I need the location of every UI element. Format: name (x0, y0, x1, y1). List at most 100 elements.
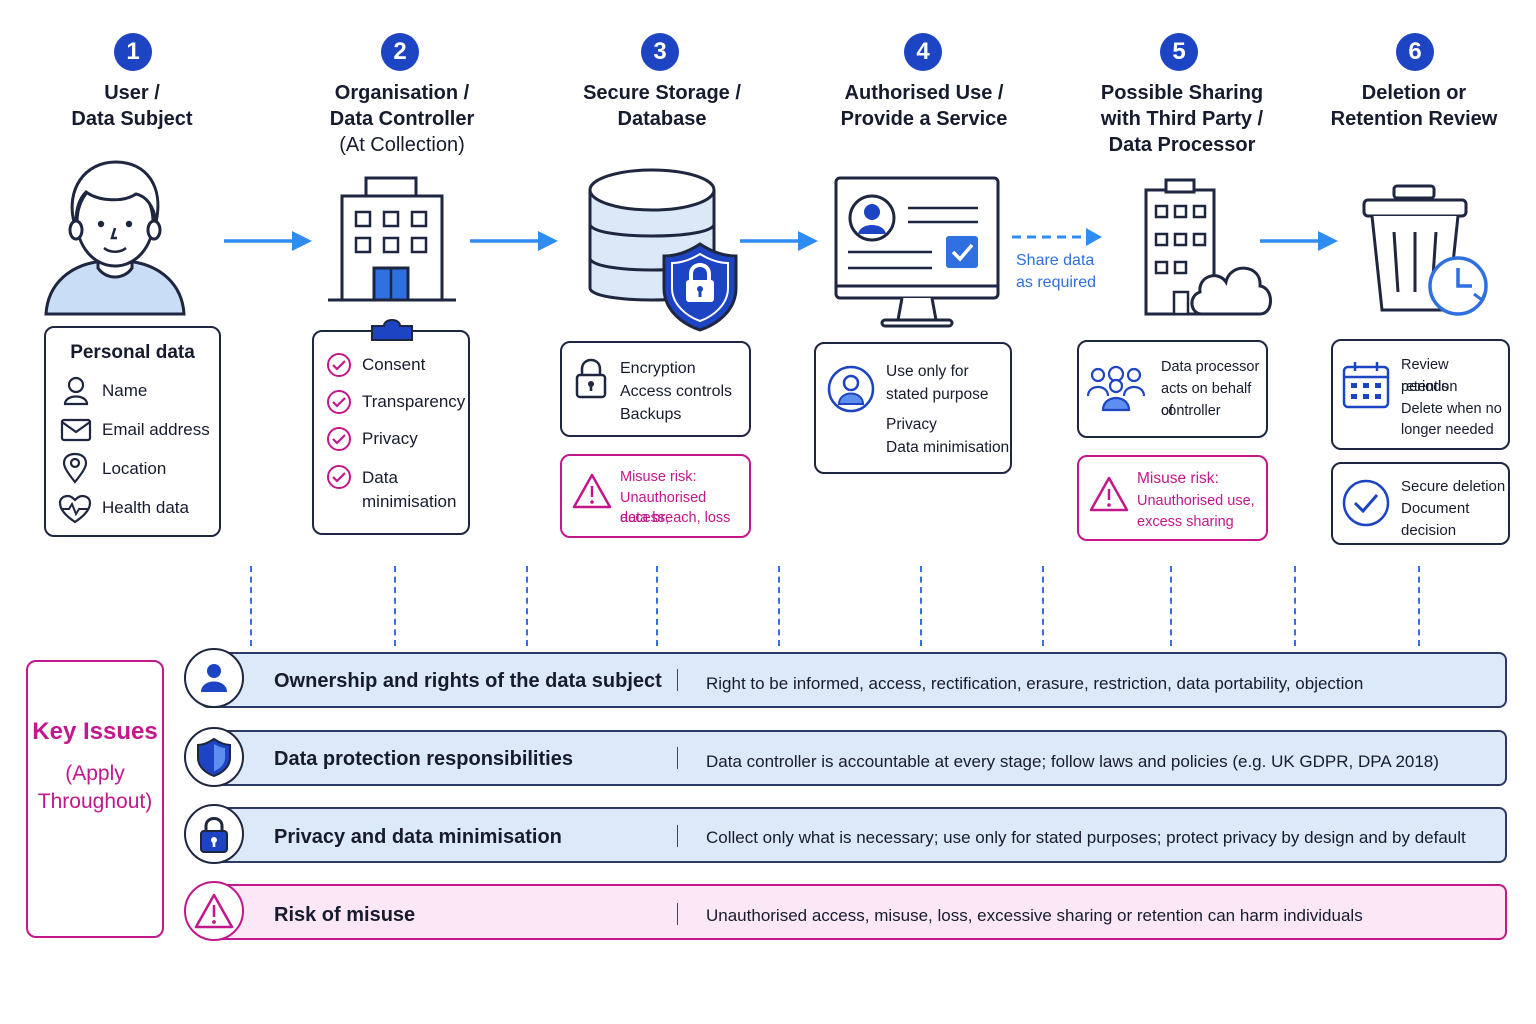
issue-bar-ownership (200, 652, 1507, 708)
checklist-item: Privacy (362, 429, 418, 448)
issue-separator (677, 747, 678, 769)
organisation-building-icon (328, 176, 456, 302)
dashed-connector (1418, 566, 1420, 646)
personal-data-item: Location (102, 459, 167, 478)
location-pin-icon (62, 452, 88, 484)
authorised-use-item: Use only for (886, 363, 969, 380)
issue-separator (677, 669, 678, 691)
stage-1-badge: 1 (114, 33, 152, 71)
person-icon (63, 376, 89, 406)
flow-arrow-5-6 (1260, 231, 1338, 251)
user-person-icon (44, 160, 186, 316)
group-people-icon (1087, 365, 1145, 412)
check-circle-icon (327, 353, 351, 377)
storage-security-card: Encryption Access controls Backups (560, 341, 751, 437)
sharing-misuse-risk-card: Misuse risk: Unauthorised use, excess sh… (1077, 455, 1268, 541)
issue-bar-responsibilities (200, 730, 1507, 786)
user-circle-icon (827, 365, 875, 413)
dashed-connector (1294, 566, 1296, 646)
dashed-connector (1042, 566, 1044, 646)
stage-3-badge: 3 (641, 33, 679, 71)
personal-data-item: Name (102, 381, 148, 400)
personal-data-item: Health data (102, 498, 189, 517)
authorised-use-item: Data minimisation (886, 439, 1010, 456)
authorised-use-item: Privacy (886, 416, 937, 433)
bin-clock-icon (1362, 184, 1488, 316)
retention-item: longer needed (1401, 422, 1494, 438)
clipboard-clip-icon (371, 319, 413, 341)
warning-triangle-icon (1089, 476, 1129, 512)
database-shield-icon (588, 168, 738, 332)
share-dashed-arrow (1012, 228, 1102, 246)
stage-1-title: User /Data Subject (71, 82, 193, 130)
processor-building-cloud-icon (1144, 178, 1272, 316)
authorised-use-card: Use only for stated purpose Privacy Data… (814, 342, 1012, 474)
stage-3-title: Secure Storage /Database (583, 82, 741, 130)
check-circle-icon (327, 465, 351, 489)
checklist-item: Transparency (362, 392, 466, 411)
checklist-item: Data minimisation (362, 468, 457, 511)
issue-title: Data protection responsibilities (274, 748, 573, 770)
dashed-connector (920, 566, 922, 646)
data-processor-item: acts on behalf of (1161, 381, 1252, 419)
data-processor-item: controller (1161, 403, 1221, 419)
issue-badge (184, 804, 244, 864)
checklist-item: Consent (362, 355, 426, 374)
stage-5-badge: 5 (1160, 33, 1198, 71)
issue-separator (677, 903, 678, 925)
personal-data-heading: Personal data (70, 342, 195, 363)
issue-title: Risk of misuse (274, 904, 416, 926)
collection-checklist-card: Consent Transparency Privacy Data minimi… (312, 330, 470, 535)
storage-misuse-risk-card: Misuse risk: Unauthorised access, data b… (560, 454, 751, 538)
padlock-icon (200, 817, 228, 853)
storage-security-item: Access controls (620, 383, 733, 400)
issue-description: Data controller is accountable at every … (706, 752, 1439, 771)
monitor-profile-icon (834, 176, 1000, 328)
data-processor-item: Data processor (1161, 359, 1260, 375)
stage-4-badge: 4 (904, 33, 942, 71)
retention-item: periods (1401, 379, 1449, 395)
shield-icon (197, 737, 231, 778)
calendar-icon (1342, 362, 1390, 409)
authorised-use-item: stated purpose (886, 386, 989, 403)
secure-deletion-card: Secure deletion Document decision (1331, 462, 1510, 545)
dashed-connector (394, 566, 396, 646)
stage-6-badge: 6 (1396, 33, 1434, 71)
dashed-connector (778, 566, 780, 646)
dashed-connector (1170, 566, 1172, 646)
check-circle-icon (327, 390, 351, 414)
check-circle-icon (327, 427, 351, 451)
issue-separator (677, 825, 678, 847)
risk-line: data breach, loss (620, 510, 731, 526)
warning-triangle-icon (572, 473, 612, 509)
dashed-connector (656, 566, 658, 646)
data-processor-card: Data processor acts on behalf of control… (1077, 340, 1268, 438)
issue-badge (184, 648, 244, 708)
retention-item: Delete when no (1401, 401, 1502, 417)
retention-item: Review retention (1401, 357, 1458, 395)
flow-arrow-1-2 (224, 231, 312, 251)
stage-2-title: Organisation /Data Controller (At Collec… (282, 80, 522, 158)
warning-triangle-icon (194, 893, 234, 929)
issue-description: Right to be informed, access, rectificat… (706, 674, 1364, 693)
personal-data-card: Personal data Name Email address Locatio… (44, 326, 221, 537)
storage-security-item: Backups (620, 406, 682, 423)
heart-pulse-icon (58, 494, 92, 524)
issue-badge (184, 881, 244, 941)
padlock-icon (575, 358, 607, 399)
risk-line: Unauthorised use, (1137, 493, 1255, 509)
envelope-icon (60, 418, 92, 442)
issue-title: Privacy and data minimisation (274, 826, 562, 848)
user-circle-icon (201, 664, 227, 692)
retention-review-card: Review retention periods Delete when no … (1331, 339, 1510, 450)
issue-bar-privacy (200, 807, 1507, 863)
key-issues-title: Key Issues (32, 718, 158, 745)
dashed-connector (526, 566, 528, 646)
issue-badge (184, 727, 244, 787)
storage-security-item: Encryption (620, 360, 696, 377)
issue-bar-misuse (200, 884, 1507, 940)
